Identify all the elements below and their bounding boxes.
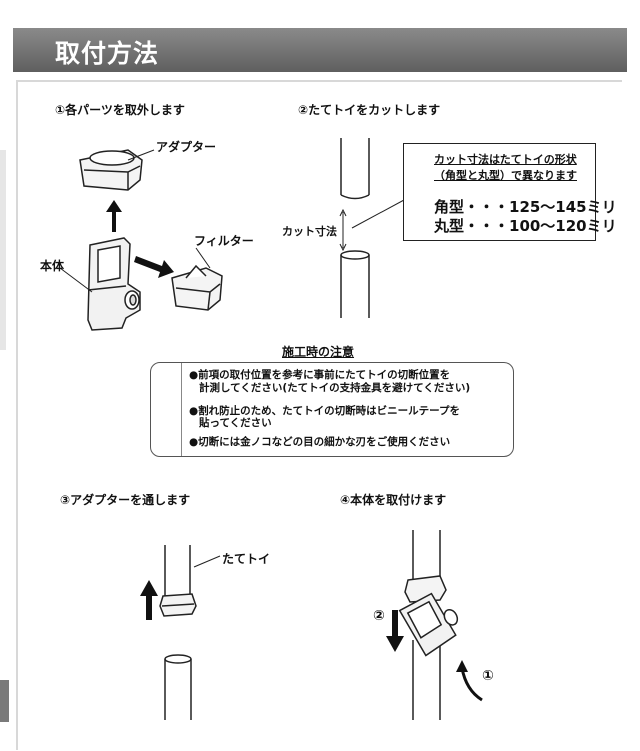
- page-title: 取付方法: [55, 39, 160, 68]
- pipe-bottom: [340, 250, 370, 318]
- step4-title: ④本体を取付けます: [340, 493, 447, 507]
- caution-title: 施工時の注意: [282, 345, 355, 359]
- section-header: 取付方法: [13, 28, 627, 72]
- caution-item-1b: 計測してください(たてトイの支持金具を避けてください): [199, 382, 471, 394]
- step4-number-1: ①: [482, 668, 494, 684]
- left-edge-shade: [0, 150, 6, 350]
- note-line-2: （角型と丸型）で異なります: [434, 169, 577, 182]
- cut-size-note: カット寸法はたてトイの形状 （角型と丸型）で異なります 角型・・・125～145…: [403, 143, 617, 241]
- caution-item-3: ●切断には金ノコなどの目の細かな刃をご使用ください: [189, 436, 451, 448]
- caution-item-1a: ●前項の取付位置を参考に事前にたてトイの切断位置を: [189, 369, 451, 381]
- caution-item-2b: 貼ってください: [199, 417, 272, 429]
- filter-label: フィルター: [194, 234, 254, 248]
- pipe-step4: [404, 530, 447, 720]
- pipe-step3-top: [159, 545, 197, 617]
- cut-size-label: カット寸法: [282, 225, 337, 238]
- caution-divider: [181, 363, 182, 456]
- step1-title: ①各パーツを取外します: [55, 103, 185, 117]
- step2-title: ②たてトイをカットします: [298, 103, 441, 117]
- pipe-step3-bottom: [164, 654, 192, 720]
- caution-item-2a: ●割れ防止のため、たてトイの切断時はビニールテープを: [189, 405, 461, 417]
- warning-icon: [167, 405, 181, 419]
- content-frame: [16, 80, 622, 750]
- adapter-illustration: [79, 149, 143, 191]
- pipe-label: たてトイ: [222, 552, 271, 566]
- round-size: 丸型・・・100～120ミリ: [434, 217, 617, 235]
- square-size: 角型・・・125～145ミリ: [434, 198, 617, 216]
- step3-title: ③アダプターを通します: [60, 493, 191, 507]
- step4-number-2: ②: [373, 608, 385, 624]
- note-line-1: カット寸法はたてトイの形状: [434, 153, 577, 166]
- body-unit-illustration: [87, 237, 141, 331]
- filter-illustration: [171, 264, 223, 311]
- adapter-label: アダプター: [156, 140, 217, 154]
- body-unit-step4: [398, 592, 459, 657]
- caution-box: ●前項の取付位置を参考に事前にたてトイの切断位置を 計測してください(たてトイの…: [150, 362, 514, 457]
- body-label: 本体: [40, 259, 65, 273]
- pipe-top: [340, 138, 370, 200]
- left-edge-tab: [0, 680, 9, 722]
